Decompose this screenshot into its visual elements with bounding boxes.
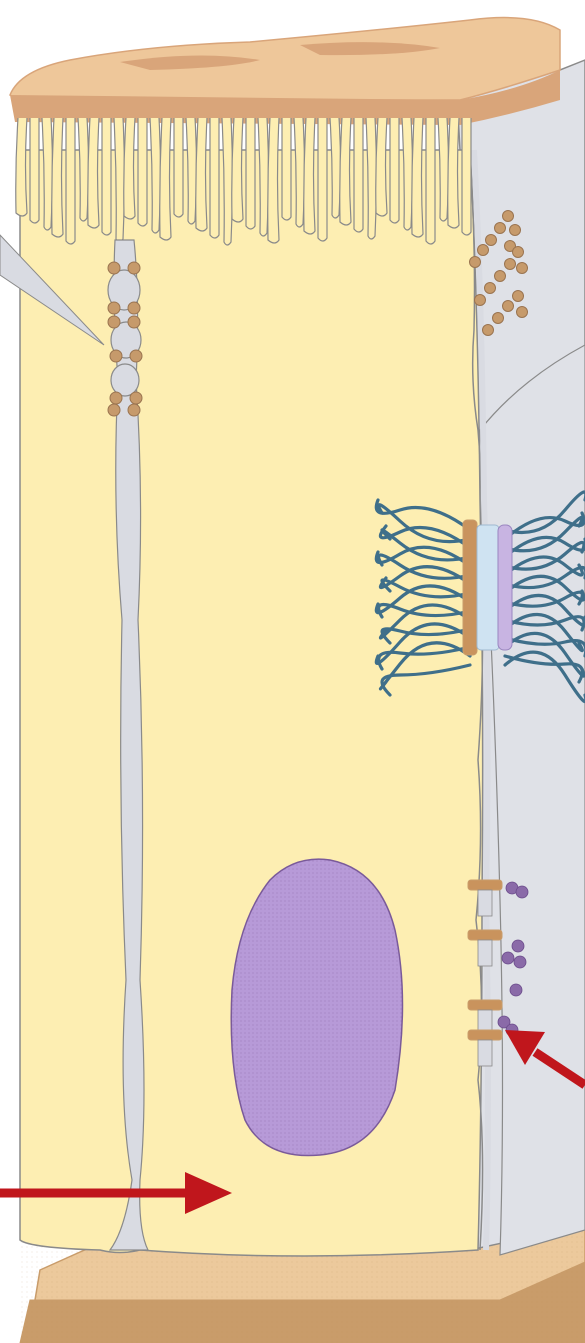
- junction-peg: [468, 930, 502, 940]
- junction-channel: [478, 890, 492, 916]
- tight-junction-bead: [110, 350, 122, 362]
- microvillus: [88, 118, 99, 228]
- microvillus: [210, 118, 219, 238]
- tight-junction-bead: [108, 302, 120, 314]
- apical-surface: [10, 18, 560, 125]
- desmosome-plaque-left: [463, 520, 477, 655]
- microvillus: [52, 118, 63, 237]
- tight-junction-bead: [485, 283, 496, 294]
- junction-peg: [468, 1030, 502, 1040]
- tight-junction-bead: [110, 392, 122, 404]
- microvillus: [160, 118, 171, 240]
- tight-junction-bead: [486, 235, 497, 246]
- tight-junction-bead: [130, 350, 142, 362]
- junction-channel: [478, 940, 492, 966]
- tight-junction-bead: [493, 313, 504, 324]
- junction-vesicle: [516, 886, 528, 898]
- junction-vesicle: [510, 984, 522, 996]
- nucleus-texture: [231, 859, 402, 1155]
- microvillus: [30, 118, 39, 223]
- microvillus: [390, 118, 399, 223]
- microvillus: [376, 118, 387, 216]
- microvillus: [318, 118, 327, 241]
- tight-junction-bead: [513, 291, 524, 302]
- microvillus: [16, 118, 27, 216]
- microvillus: [66, 118, 75, 244]
- microvillus: [174, 118, 183, 217]
- tight-junction-bead: [517, 263, 528, 274]
- tight-junction-bead: [108, 262, 120, 274]
- microvillus: [124, 118, 135, 219]
- junction-channel: [478, 1040, 492, 1066]
- junction-vesicle: [514, 956, 526, 968]
- tight-junction-bead: [495, 223, 506, 234]
- tight-junction-bead: [475, 295, 486, 306]
- microvillus: [102, 118, 111, 235]
- tight-junction-bead: [128, 302, 140, 314]
- microvillus: [448, 118, 459, 228]
- junction-peg: [468, 1000, 502, 1010]
- nucleus: [231, 859, 402, 1155]
- tight-junction-bead: [503, 301, 514, 312]
- junction-vesicle: [512, 940, 524, 952]
- tight-junction-bead: [130, 392, 142, 404]
- tight-junction-bead: [513, 247, 524, 258]
- microvillus: [232, 118, 243, 222]
- tight-junction-bead: [495, 271, 506, 282]
- microvillus: [196, 118, 207, 231]
- microvillus: [304, 118, 315, 234]
- apical-top: [10, 18, 560, 100]
- tight-junction-bead: [128, 316, 140, 328]
- tight-junction-bead: [128, 262, 140, 274]
- tight-junction-bead: [517, 307, 528, 318]
- junction-peg: [468, 880, 502, 890]
- tight-junction-bead: [503, 211, 514, 222]
- microvillus: [354, 118, 363, 232]
- junction-vesicle: [502, 952, 514, 964]
- microvillus: [412, 118, 423, 237]
- desmosome-core-right: [498, 525, 512, 650]
- microvillus: [138, 118, 147, 226]
- microvillus: [426, 118, 435, 244]
- microvillus: [340, 118, 351, 225]
- left-junction-bulges: [108, 270, 141, 396]
- tight-junction-bead: [470, 257, 481, 268]
- tight-junction-bead: [478, 245, 489, 256]
- microvillus: [268, 118, 279, 243]
- microvillus: [282, 118, 291, 220]
- microvillus: [462, 118, 471, 235]
- microvillus: [246, 118, 255, 229]
- tight-junction-bead: [505, 259, 516, 270]
- desmosome-core-left: [477, 525, 499, 650]
- tight-junction-bead: [108, 316, 120, 328]
- tight-junction-bead: [108, 404, 120, 416]
- tight-junction-bead: [510, 225, 521, 236]
- tight-junction-bead: [128, 404, 140, 416]
- tight-junction-bead: [483, 325, 494, 336]
